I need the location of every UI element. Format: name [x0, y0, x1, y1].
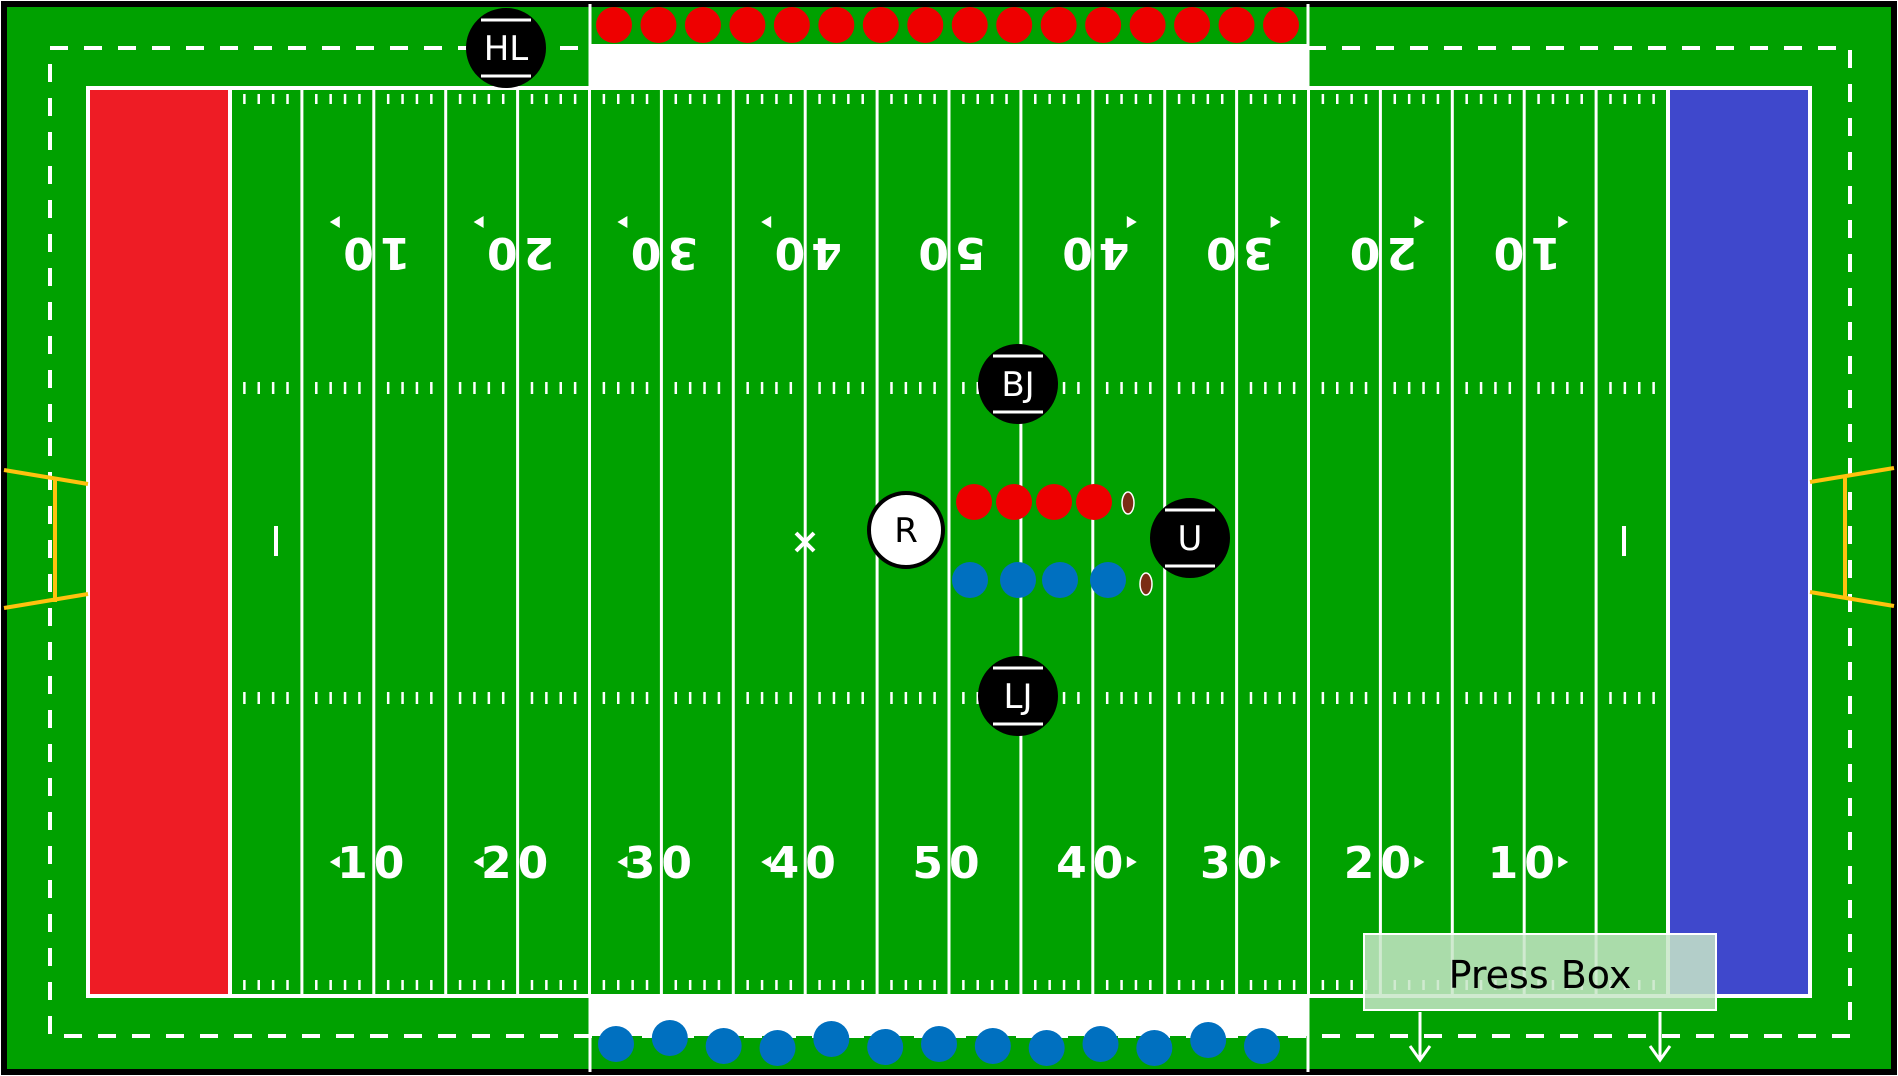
official-back-judge: BJ [979, 345, 1057, 423]
right-end-zone [1668, 90, 1808, 994]
red-lineman [996, 484, 1032, 520]
blue-team-player [921, 1026, 957, 1062]
red-team-player [907, 7, 943, 43]
blue-team-player [867, 1029, 903, 1065]
red-lineman [1076, 484, 1112, 520]
yard-number-bottom: 10 [337, 838, 410, 889]
official-umpire: U [1151, 499, 1229, 577]
official-label: LJ [1004, 677, 1033, 717]
blue-team-player [1029, 1030, 1065, 1066]
yard-number-top: 40 [1056, 227, 1129, 278]
team-area-top [590, 44, 1308, 86]
blue-team-player [1083, 1026, 1119, 1062]
yard-number-top: 10 [337, 227, 410, 278]
yard-number-bottom: 40 [1056, 838, 1129, 889]
blue-team-player [760, 1030, 796, 1066]
official-label: HL [484, 29, 529, 69]
yard-number-bottom: 20 [481, 838, 554, 889]
official-label: BJ [1001, 365, 1034, 405]
yard-number-bottom: 20 [1344, 838, 1417, 889]
red-team-player [729, 7, 765, 43]
red-team-player [1041, 7, 1077, 43]
red-team-player [863, 7, 899, 43]
yard-number-top: 30 [1200, 227, 1273, 278]
red-team-player [596, 7, 632, 43]
yard-number-bottom: 30 [1200, 838, 1273, 889]
red-team-player [640, 7, 676, 43]
left-end-zone [90, 90, 230, 994]
red-team-player [952, 7, 988, 43]
yard-number-top: 50 [912, 227, 985, 278]
official-label: R [894, 511, 918, 551]
red-team-player [1263, 7, 1299, 43]
yard-number-top: 10 [1488, 227, 1561, 278]
football-icon [1122, 492, 1134, 514]
red-team-player [1174, 7, 1210, 43]
yard-number-bottom: 30 [625, 838, 698, 889]
red-team-player [774, 7, 810, 43]
official-head-linesman: HL [467, 9, 545, 87]
yard-number-bottom: 40 [769, 838, 842, 889]
yard-number-top: 20 [481, 227, 554, 278]
red-team-player [1085, 7, 1121, 43]
blue-lineman [1042, 562, 1078, 598]
blue-team-player [598, 1026, 634, 1062]
yard-number-bottom: 10 [1488, 838, 1561, 889]
blue-team-player [1136, 1030, 1172, 1066]
blue-team-player [1190, 1022, 1226, 1058]
red-team-player [996, 7, 1032, 43]
red-lineman [1036, 484, 1072, 520]
red-team-player [1130, 7, 1166, 43]
blue-team-player [652, 1020, 688, 1056]
blue-team-player [706, 1028, 742, 1064]
blue-team-player [975, 1028, 1011, 1064]
press-box-label: Press Box [1449, 953, 1632, 997]
blue-team-player [813, 1021, 849, 1057]
yard-number-bottom: 50 [912, 838, 985, 889]
official-line-judge: LJ [979, 657, 1057, 735]
yard-number-top: 40 [769, 227, 842, 278]
yard-number-top: 20 [1344, 227, 1417, 278]
official-label: U [1178, 519, 1203, 559]
blue-team-player [1244, 1028, 1280, 1064]
red-team-player [685, 7, 721, 43]
football-icon [1140, 573, 1152, 595]
red-team-player [1219, 7, 1255, 43]
red-lineman [956, 484, 992, 520]
blue-lineman [952, 562, 988, 598]
blue-lineman [1090, 562, 1126, 598]
blue-lineman [1000, 562, 1036, 598]
yard-number-top: 30 [625, 227, 698, 278]
red-team-player [818, 7, 854, 43]
official-referee: R [869, 493, 943, 567]
